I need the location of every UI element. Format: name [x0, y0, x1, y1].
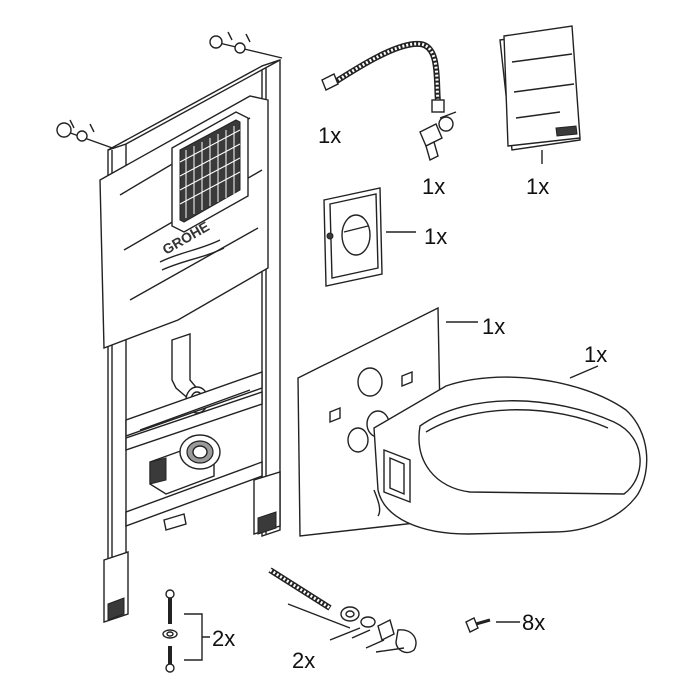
flush-plate-quantity-label: 1x	[424, 224, 447, 249]
outlet-connector-icon	[149, 434, 221, 495]
bowl-fixing-bolt-icon	[268, 567, 417, 654]
angle-valve-quantity-label: 1x	[422, 174, 445, 199]
hose-quantity-label: 1x	[318, 123, 341, 148]
frame-screw-icon	[162, 589, 178, 673]
flush-mechanism-grid	[179, 119, 241, 223]
installation-frame-icon: GROHE	[56, 31, 283, 623]
small-screws-quantity-label: 8x	[522, 610, 545, 635]
manual-quantity-label: 1x	[526, 174, 549, 199]
flush-plate-icon	[323, 187, 383, 287]
small-screw-icon	[465, 617, 491, 633]
frame-top-bracket-icon	[209, 31, 283, 59]
sound-pad-quantity-label: 1x	[482, 314, 505, 339]
wall-hung-toilet-icon	[373, 376, 648, 535]
manual-booklet-icon	[499, 25, 581, 151]
frame-screws-quantity-label: 2x	[212, 626, 235, 651]
bowl-fixings-quantity-label: 2x	[292, 648, 315, 673]
flexible-hose-icon	[321, 40, 445, 113]
toilet-bowl-quantity-label: 1x	[584, 342, 607, 367]
angle-valve-icon	[419, 111, 457, 162]
frame-left-bracket-icon	[56, 119, 119, 151]
